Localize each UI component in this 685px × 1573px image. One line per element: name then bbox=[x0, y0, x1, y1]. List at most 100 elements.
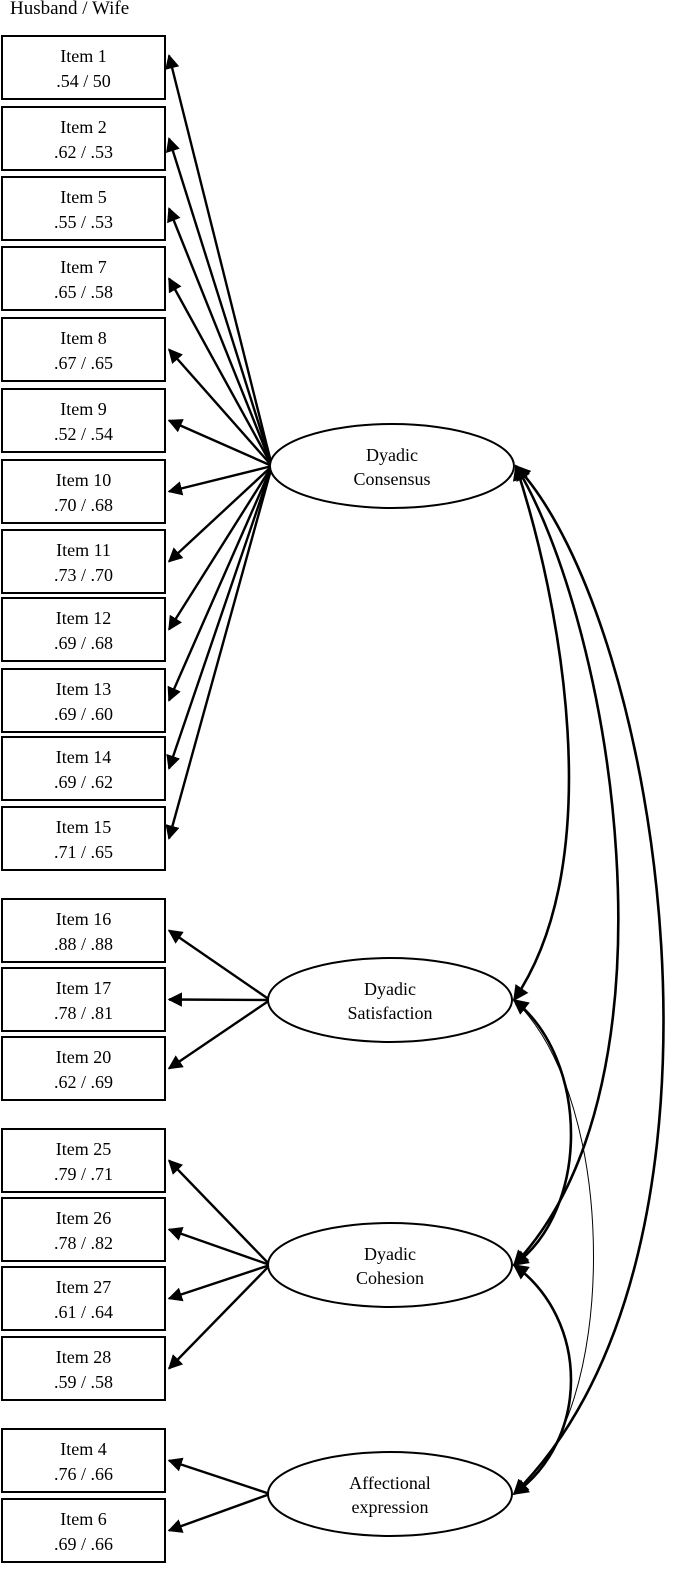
item-label: Item 25 bbox=[56, 1139, 112, 1159]
item-box bbox=[1, 106, 166, 171]
item-loadings: .78 / .82 bbox=[54, 1233, 113, 1253]
loading-arrow-item-14 bbox=[166, 465, 274, 770]
item-loadings: .88 / .88 bbox=[54, 934, 113, 954]
item-box bbox=[1, 246, 166, 311]
item-label: Item 20 bbox=[56, 1047, 112, 1067]
item-box bbox=[1, 668, 166, 733]
diagram-title: Husband / Wife bbox=[10, 0, 130, 19]
loading-arrow-item-25 bbox=[167, 1159, 271, 1266]
item-item-8: Item 8.67 / .65 bbox=[1, 317, 166, 382]
item-loadings: .54 / 50 bbox=[56, 71, 111, 91]
item-label: Item 27 bbox=[56, 1277, 112, 1297]
factor-ellipse bbox=[267, 1222, 513, 1308]
item-label: Item 14 bbox=[56, 747, 112, 767]
item-item-10: Item 10 .70 / .68 bbox=[1, 459, 166, 524]
factor-label-line2: expression bbox=[352, 1497, 429, 1517]
item-box bbox=[1, 388, 166, 453]
item-loadings: .71 / .65 bbox=[54, 842, 113, 862]
item-box bbox=[1, 176, 166, 241]
item-loadings: .55 / .53 bbox=[54, 212, 113, 232]
item-box bbox=[1, 1428, 166, 1493]
covariance-cohesion-affection bbox=[512, 1263, 573, 1496]
loading-arrow-item-15 bbox=[165, 465, 274, 840]
item-label: Item 6 bbox=[60, 1509, 107, 1529]
item-box bbox=[1, 1336, 166, 1401]
item-item-9: Item 9.52 / .54 bbox=[1, 388, 166, 453]
item-loadings: .65 / .58 bbox=[54, 282, 113, 302]
item-label: Item 12 bbox=[56, 608, 112, 628]
loading-arrow-item-20 bbox=[167, 999, 271, 1070]
covariance-layer bbox=[512, 464, 665, 1496]
loading-arrow-item-4 bbox=[167, 1457, 271, 1496]
item-item-16: Item 16 .88 / .88 bbox=[1, 898, 166, 963]
loading-arrow-item-17 bbox=[167, 992, 271, 1007]
loading-arrow-item-6 bbox=[167, 1492, 271, 1533]
item-label: Item 5 bbox=[60, 187, 107, 207]
item-box bbox=[1, 1197, 166, 1262]
item-item-15: Item 15.71 / .65 bbox=[1, 806, 166, 871]
item-item-25: Item 25.79 / .71 bbox=[1, 1128, 166, 1193]
item-item-7: Item 7 .65 / .58 bbox=[1, 246, 166, 311]
item-loadings: .73 / .70 bbox=[54, 565, 113, 585]
loading-arrow-item-10 bbox=[167, 464, 273, 496]
loading-arrow-item-16 bbox=[167, 929, 271, 1001]
factor-label-line2: Consensus bbox=[353, 469, 430, 489]
item-box bbox=[1, 1036, 166, 1101]
item-label: Item 17 bbox=[56, 978, 112, 998]
factor-affection: Affectional expression bbox=[267, 1451, 513, 1537]
item-item-26: Item 26.78 / .82 bbox=[1, 1197, 166, 1262]
item-label: Item 10 bbox=[56, 470, 112, 490]
factor-label-line2: Cohesion bbox=[356, 1268, 424, 1288]
item-box bbox=[1, 967, 166, 1032]
factor-ellipse bbox=[267, 1451, 513, 1537]
item-box bbox=[1, 459, 166, 524]
item-item-1: Item 1 .54 / 50 bbox=[1, 35, 166, 100]
factor-label-line1: Affectional bbox=[349, 1473, 431, 1493]
covariance-satisfaction-affection bbox=[513, 999, 594, 1495]
loading-arrow-item-5 bbox=[167, 207, 274, 467]
item-box bbox=[1, 898, 166, 963]
loading-arrow-item-2 bbox=[166, 137, 274, 467]
item-loadings: .59 / .58 bbox=[54, 1372, 113, 1392]
item-item-27: Item 27 .61 / .64 bbox=[1, 1266, 166, 1331]
item-item-13: Item 13 .69 / .60 bbox=[1, 668, 166, 733]
item-box bbox=[1, 806, 166, 871]
item-box bbox=[1, 736, 166, 801]
item-label: Item 7 bbox=[60, 257, 107, 277]
item-item-12: Item 12.69 / .68 bbox=[1, 597, 166, 662]
item-item-17: Item 17.78 / .81 bbox=[1, 967, 166, 1032]
item-loadings: .61 / .64 bbox=[54, 1302, 113, 1322]
factor-layer: DyadicConsensusDyadicSatisfactionDyadicC… bbox=[267, 423, 515, 1537]
item-loadings: .70 / .68 bbox=[54, 495, 113, 515]
item-loadings: .62 / .69 bbox=[54, 1072, 113, 1092]
item-loadings: .76 / .66 bbox=[54, 1464, 113, 1484]
item-label: Item 8 bbox=[60, 328, 107, 348]
loading-arrow-item-7 bbox=[167, 277, 274, 467]
item-item-28: Item 28 .59 / .58 bbox=[1, 1336, 166, 1401]
item-label: Item 1 bbox=[60, 46, 107, 66]
covariance-consensus-cohesion bbox=[512, 464, 620, 1267]
factor-ellipse bbox=[267, 957, 513, 1043]
covariance-consensus-affection bbox=[512, 464, 665, 1496]
loading-arrow-item-11 bbox=[167, 465, 273, 563]
item-box bbox=[1, 1266, 166, 1331]
item-box bbox=[1, 35, 166, 100]
loading-arrow-item-27 bbox=[167, 1263, 271, 1302]
item-label: Item 28 bbox=[56, 1347, 112, 1367]
loading-arrow-item-26 bbox=[167, 1227, 271, 1267]
item-loadings: .52 / .54 bbox=[54, 424, 113, 444]
item-label: Item 2 bbox=[60, 117, 107, 137]
item-label: Item 16 bbox=[56, 909, 112, 929]
covariance-consensus-satisfaction bbox=[512, 464, 571, 1002]
factor-label-line1: Dyadic bbox=[364, 979, 416, 999]
item-label: Item 13 bbox=[56, 679, 112, 699]
item-loadings: .69 / .60 bbox=[54, 704, 113, 724]
item-item-4: Item 4.76 / .66 bbox=[1, 1428, 166, 1493]
item-loadings: .62 / .53 bbox=[54, 142, 113, 162]
item-box bbox=[1, 529, 166, 594]
covariance-satisfaction-cohesion bbox=[512, 998, 573, 1267]
